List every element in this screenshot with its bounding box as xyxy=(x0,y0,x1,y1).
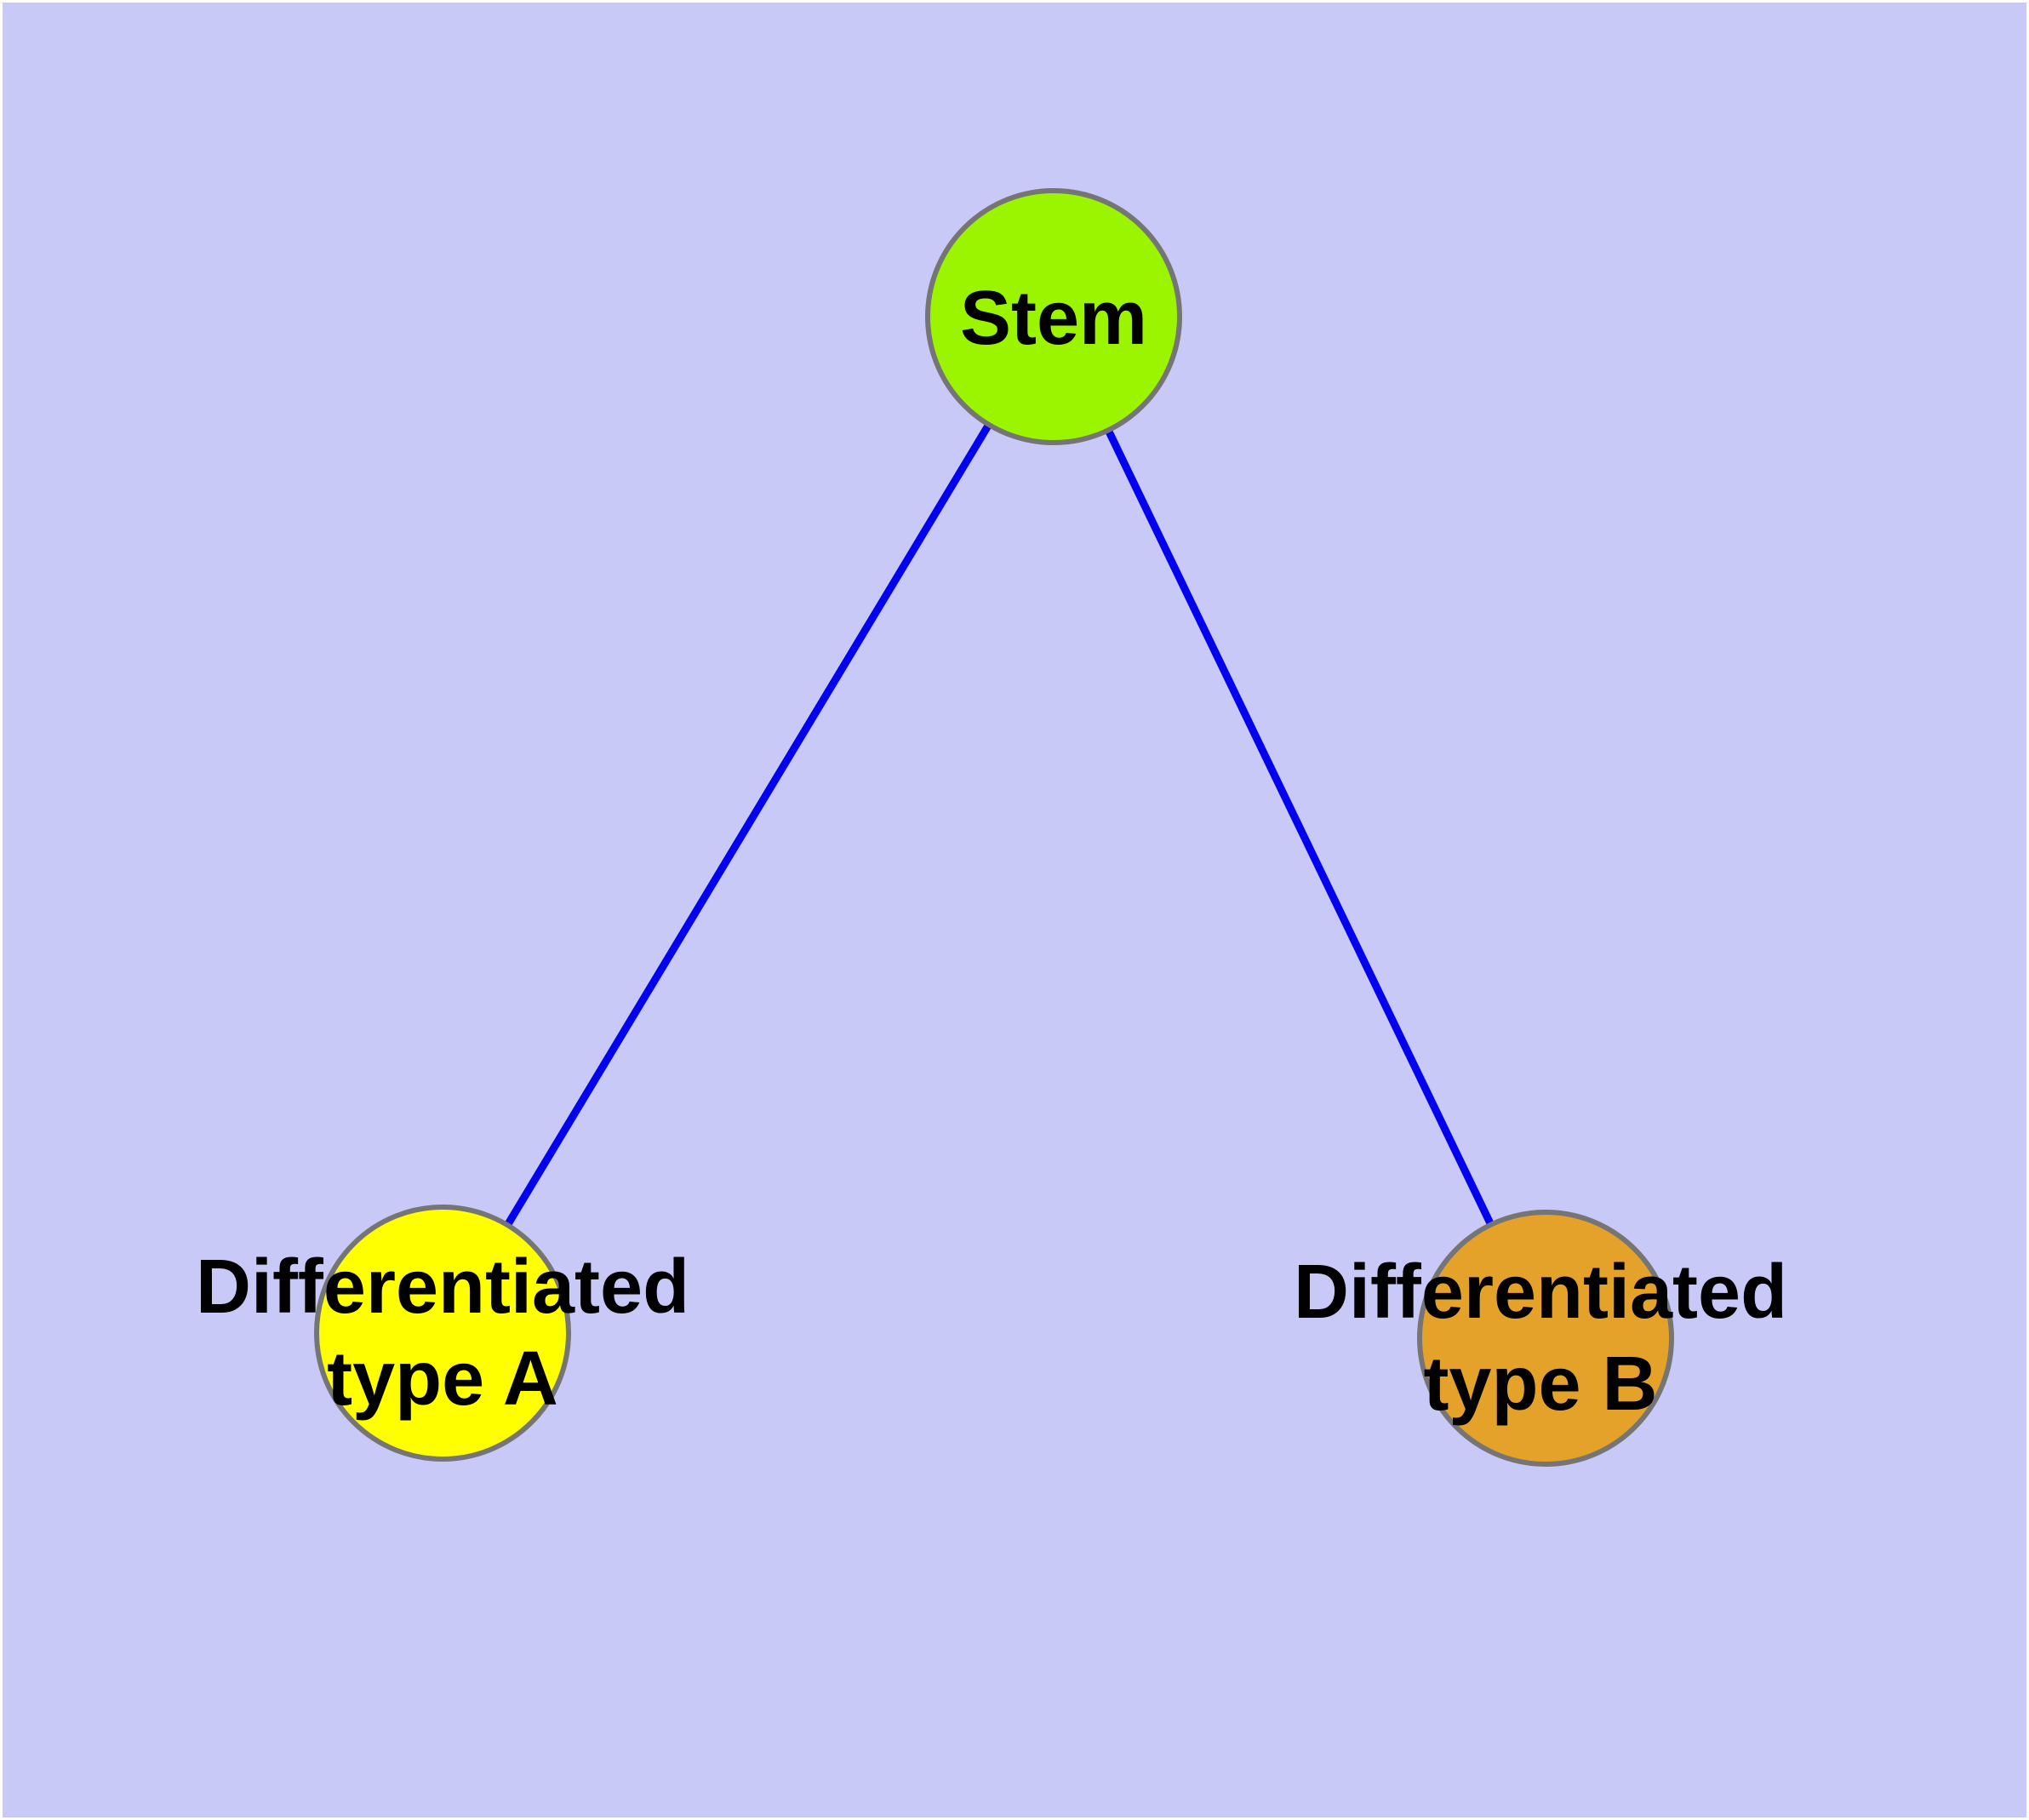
edge-stem-to-type-a xyxy=(439,314,1057,1336)
edge-stem-to-type-b xyxy=(1049,315,1550,1340)
node-differentiated-type-a xyxy=(314,1205,571,1462)
node-stem xyxy=(925,188,1182,445)
node-differentiated-type-b xyxy=(1417,1210,1674,1467)
